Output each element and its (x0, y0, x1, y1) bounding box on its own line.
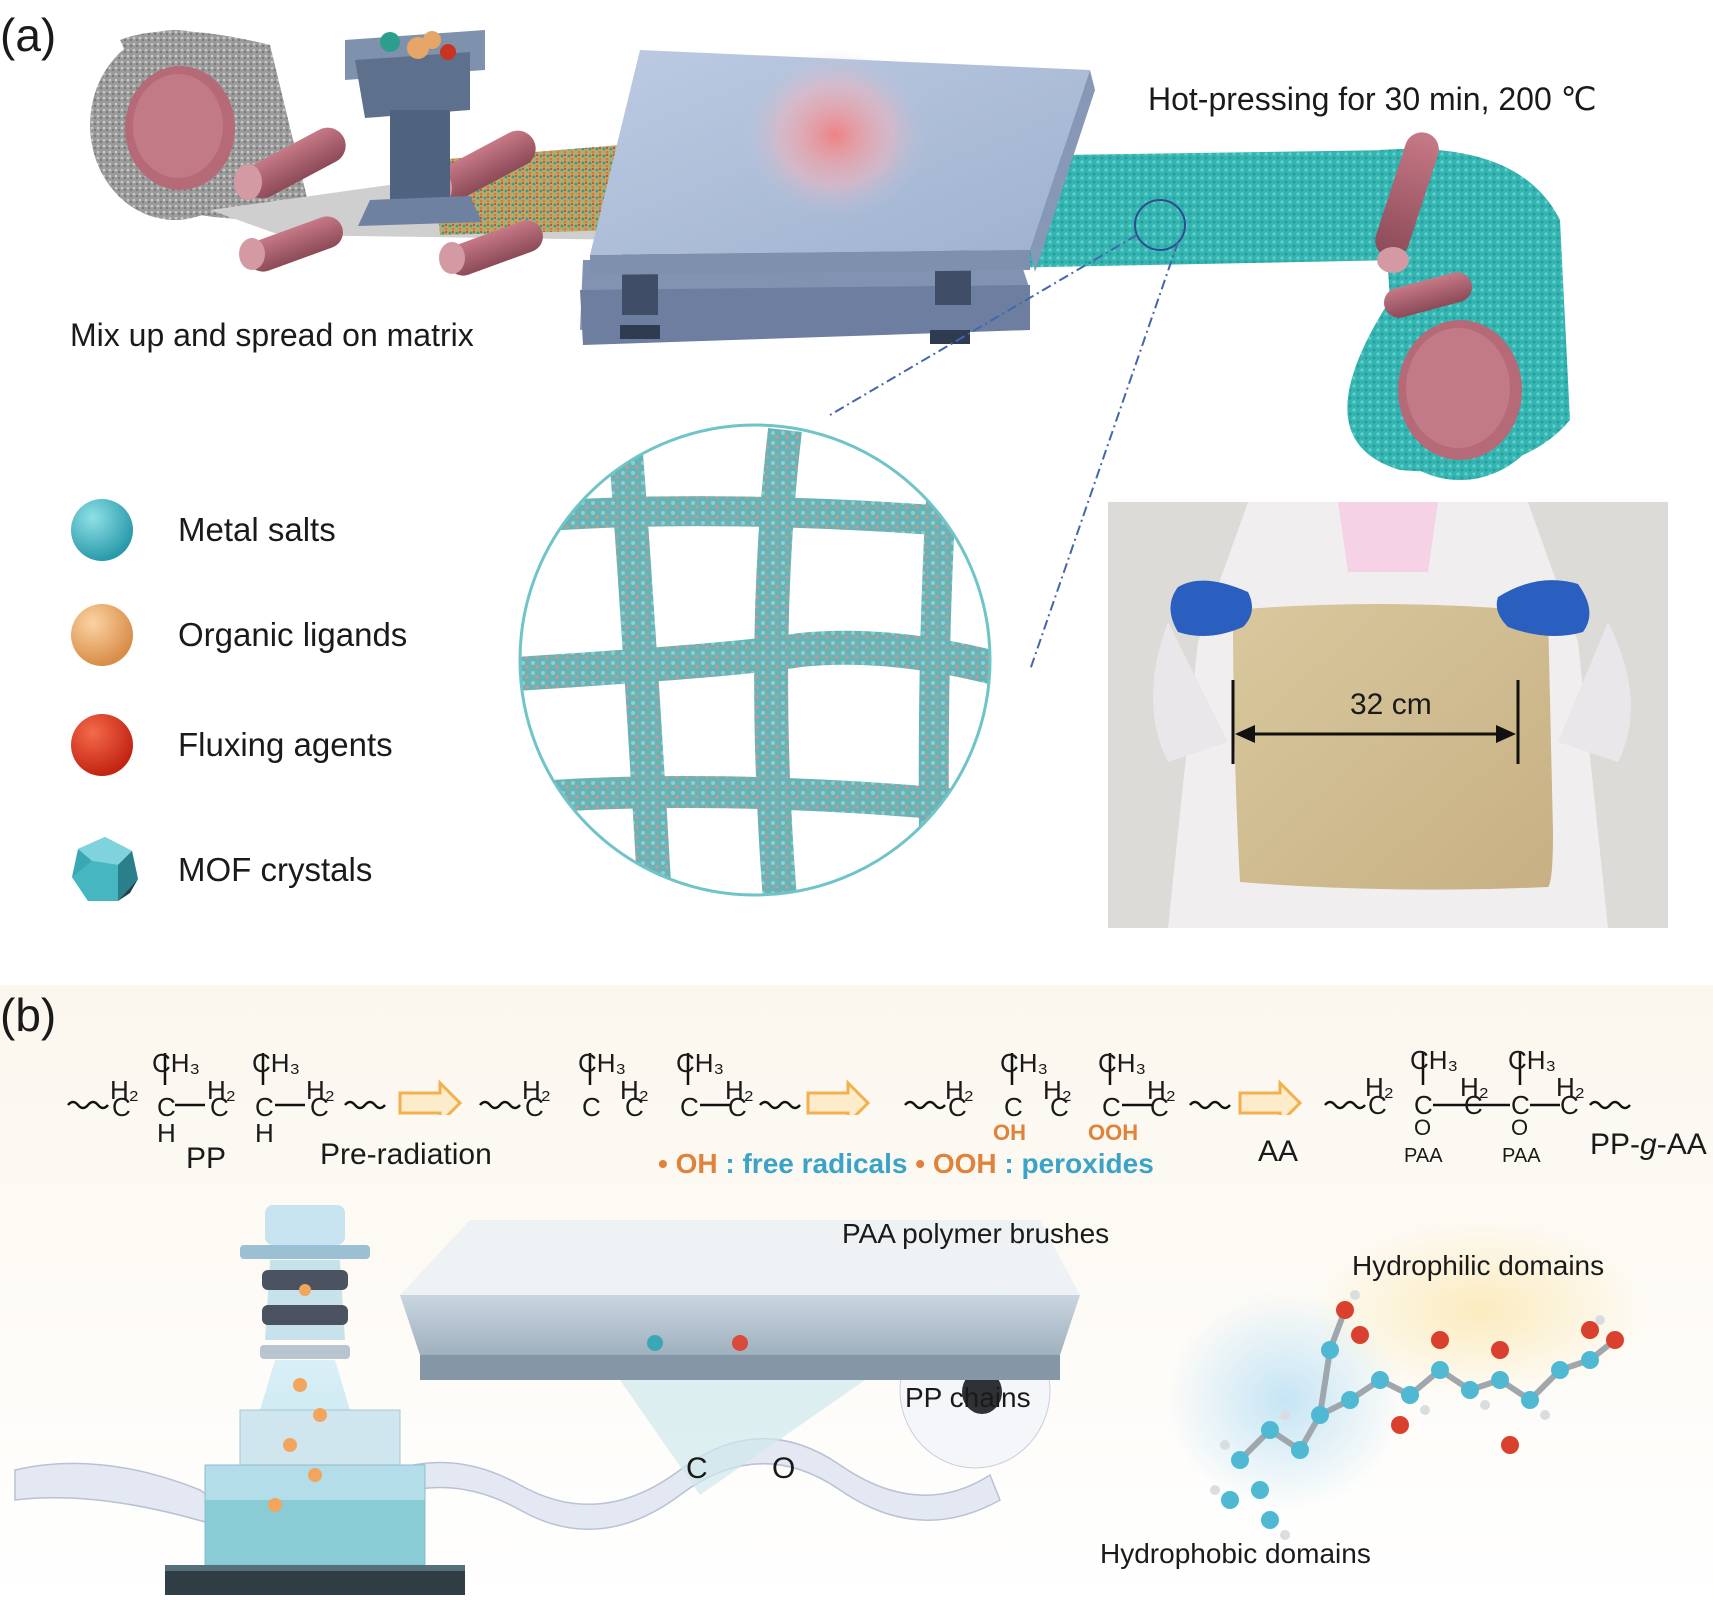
reaction-arrow-2 (806, 1079, 871, 1115)
zoom-line-right (1029, 241, 1179, 671)
oxygen-label: O (772, 1452, 796, 1485)
fabric-width-label: 32 cm (1350, 688, 1432, 721)
powder-hopper (345, 30, 485, 226)
reaction-arrow-1 (398, 1079, 463, 1115)
legend-item-fluxing-agents: Fluxing agents (70, 710, 393, 780)
pp-g-aa-label: PP-g-AA (1590, 1128, 1707, 1161)
fabric-photo: 32 cm (1108, 502, 1668, 928)
aa-label: AA (1258, 1135, 1299, 1168)
pp-chains-label: PP chains (905, 1382, 1031, 1413)
reaction-arrow-3 (1238, 1079, 1303, 1115)
hydrophilic-label: Hydrophilic domains (1352, 1250, 1605, 1281)
hot-pressing-caption: Hot-pressing for 30 min, 200 ℃ (1148, 81, 1597, 117)
pre-radiation-label: Pre-radiation (320, 1138, 492, 1171)
panel-b-label: (b) (0, 989, 57, 1041)
reaction-scheme-graphics (67, 1053, 1631, 1115)
hydrophobic-label: Hydrophobic domains (1100, 1538, 1371, 1569)
radical-legend: • OH : free radicals • OOH : peroxides (658, 1148, 1154, 1179)
fabric-photo-drawing (1108, 502, 1668, 928)
zoom-origin-circle (1134, 199, 1186, 251)
irradiation-machine (165, 1205, 465, 1595)
mix-spread-caption: Mix up and spread on matrix (70, 317, 474, 353)
legend-item-mof-crystals: MOF crystals (70, 835, 372, 905)
mof-crystal-polyhedron-icon (72, 837, 138, 901)
metal-salt-sphere-icon (71, 499, 133, 561)
hot-press-machine (580, 50, 1095, 345)
paa-brush-layer (400, 1220, 1080, 1495)
panel-b-illustration (14, 1205, 1650, 1595)
conveyor-rollers (234, 127, 543, 276)
organic-ligand-sphere-icon (71, 604, 133, 666)
carbon-atom-icon (647, 1335, 663, 1351)
pp-label: PP (186, 1142, 227, 1175)
carbon-label: C (686, 1452, 708, 1485)
oxygen-atom-icon (732, 1335, 748, 1351)
paa-brushes-label: PAA polymer brushes (842, 1218, 1110, 1249)
legend-item-metal-salts: Metal salts (70, 495, 336, 565)
legend-item-organic-ligands: Organic ligands (70, 600, 407, 670)
panel-a-label: (a) (0, 9, 57, 61)
mesh-zoom-view (518, 423, 992, 897)
fluxing-agent-sphere-icon (71, 714, 133, 776)
panel-a-illustration (90, 30, 1570, 897)
pp-g-aa-molecule (1165, 1220, 1650, 1540)
product-fabric-roll (1347, 132, 1570, 480)
wavy-fabric (14, 1438, 1001, 1533)
